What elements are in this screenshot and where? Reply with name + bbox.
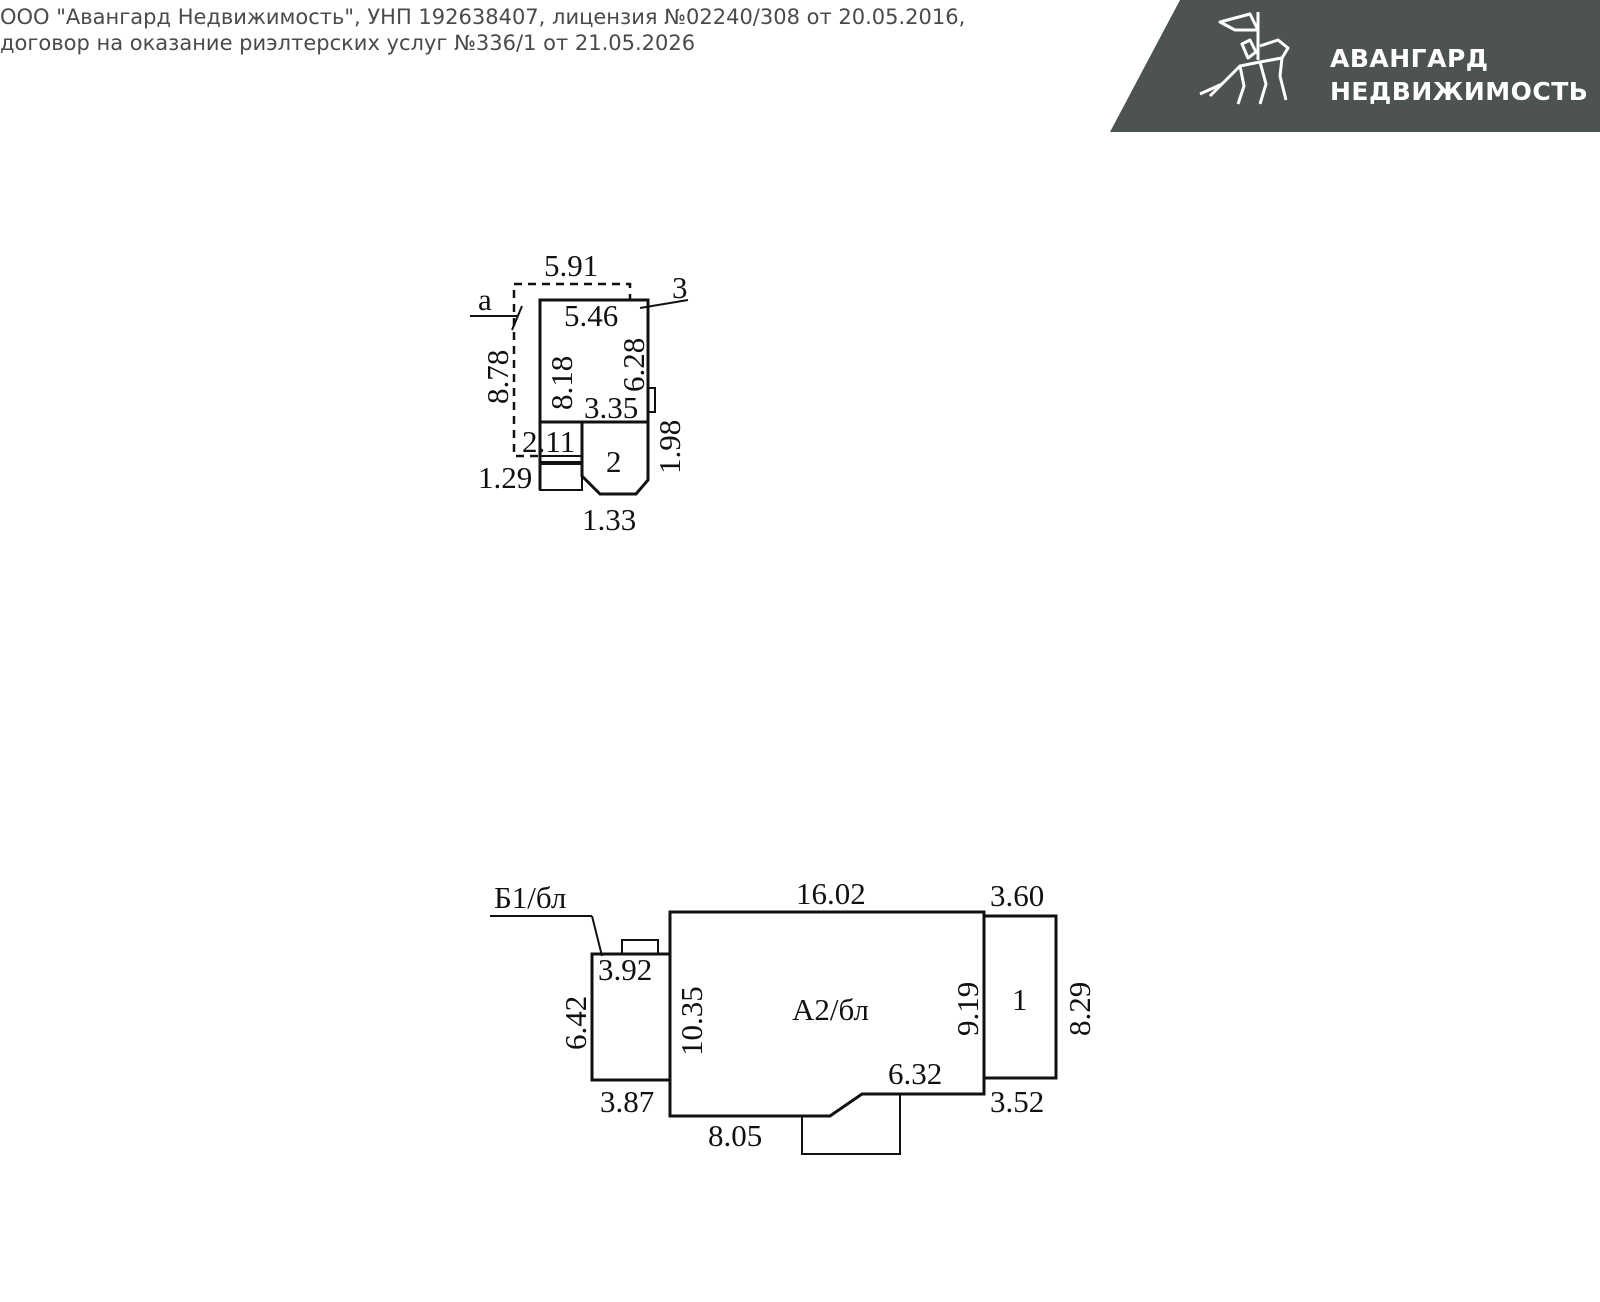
side-niche [647, 387, 656, 413]
label-a2: А2/бл [792, 992, 869, 1027]
label-2: 2 [606, 444, 622, 479]
dim-3-35: 3.35 [584, 390, 638, 425]
chimney-box [621, 939, 659, 955]
dim-8-18: 8.18 [544, 356, 579, 410]
dim-2-11: 2.11 [522, 424, 575, 459]
knight-on-horse-icon [1199, 12, 1290, 105]
porch [539, 461, 583, 491]
dim-5-46: 5.46 [564, 298, 618, 333]
dim-8-29: 8.29 [1062, 982, 1097, 1036]
porch-bottom [801, 1094, 901, 1155]
plan-bottom: Б1/бл 16.02 3.60 3.92 6.32 3.87 3.52 8.0… [490, 876, 1097, 1155]
dim-9-19: 9.19 [950, 982, 985, 1036]
dim-6-28: 6.28 [616, 338, 651, 392]
dim-1-33: 1.33 [582, 502, 636, 537]
dim-16-02: 16.02 [796, 876, 866, 911]
header-license-text: ООО "Авангард Недвижимость", УНП 1926384… [0, 4, 965, 56]
label-b1: Б1/бл [494, 880, 566, 915]
outline-a-dashed [512, 282, 632, 458]
dim-3-87: 3.87 [600, 1084, 654, 1119]
logo-line-2: НЕДВИЖИМОСТЬ [1330, 77, 1589, 106]
dim-10-35: 10.35 [674, 986, 709, 1056]
building-a2-walls [668, 910, 986, 1118]
label-a: а [478, 282, 492, 317]
dim-6-42: 6.42 [558, 996, 593, 1050]
label-1: 1 [1012, 982, 1028, 1017]
header-line-2: договор на оказание риэлтерских услуг №3… [0, 31, 696, 55]
room-1-walls [982, 914, 1058, 1080]
leader-3 [639, 299, 689, 309]
dim-1-98: 1.98 [652, 420, 687, 474]
header-line-1: ООО "Авангард Недвижимость", УНП 1926384… [0, 5, 966, 29]
leader-a-tick [511, 305, 523, 331]
label-3: 3 [672, 270, 688, 305]
small-box [539, 455, 583, 465]
plan-top: 5.91 5.46 3.35 2.11 1.29 1.33 8.78 8.18 … [470, 248, 689, 537]
dim-8-05: 8.05 [708, 1118, 762, 1153]
dim-3-60: 3.60 [990, 878, 1044, 913]
leader-b1-diagonal [591, 915, 603, 957]
logo-line-1: АВАНГАРД [1330, 44, 1489, 73]
logo-text: АВАНГАРД НЕДВИЖИМОСТЬ [1330, 42, 1588, 108]
dim-1-29: 1.29 [478, 460, 532, 495]
dim-8-78: 8.78 [480, 350, 515, 404]
dim-3-52: 3.52 [990, 1084, 1044, 1119]
dim-5-91: 5.91 [544, 248, 598, 283]
logo-band [1110, 0, 1600, 132]
dim-6-32: 6.32 [888, 1056, 942, 1091]
dim-3-92: 3.92 [598, 952, 652, 987]
